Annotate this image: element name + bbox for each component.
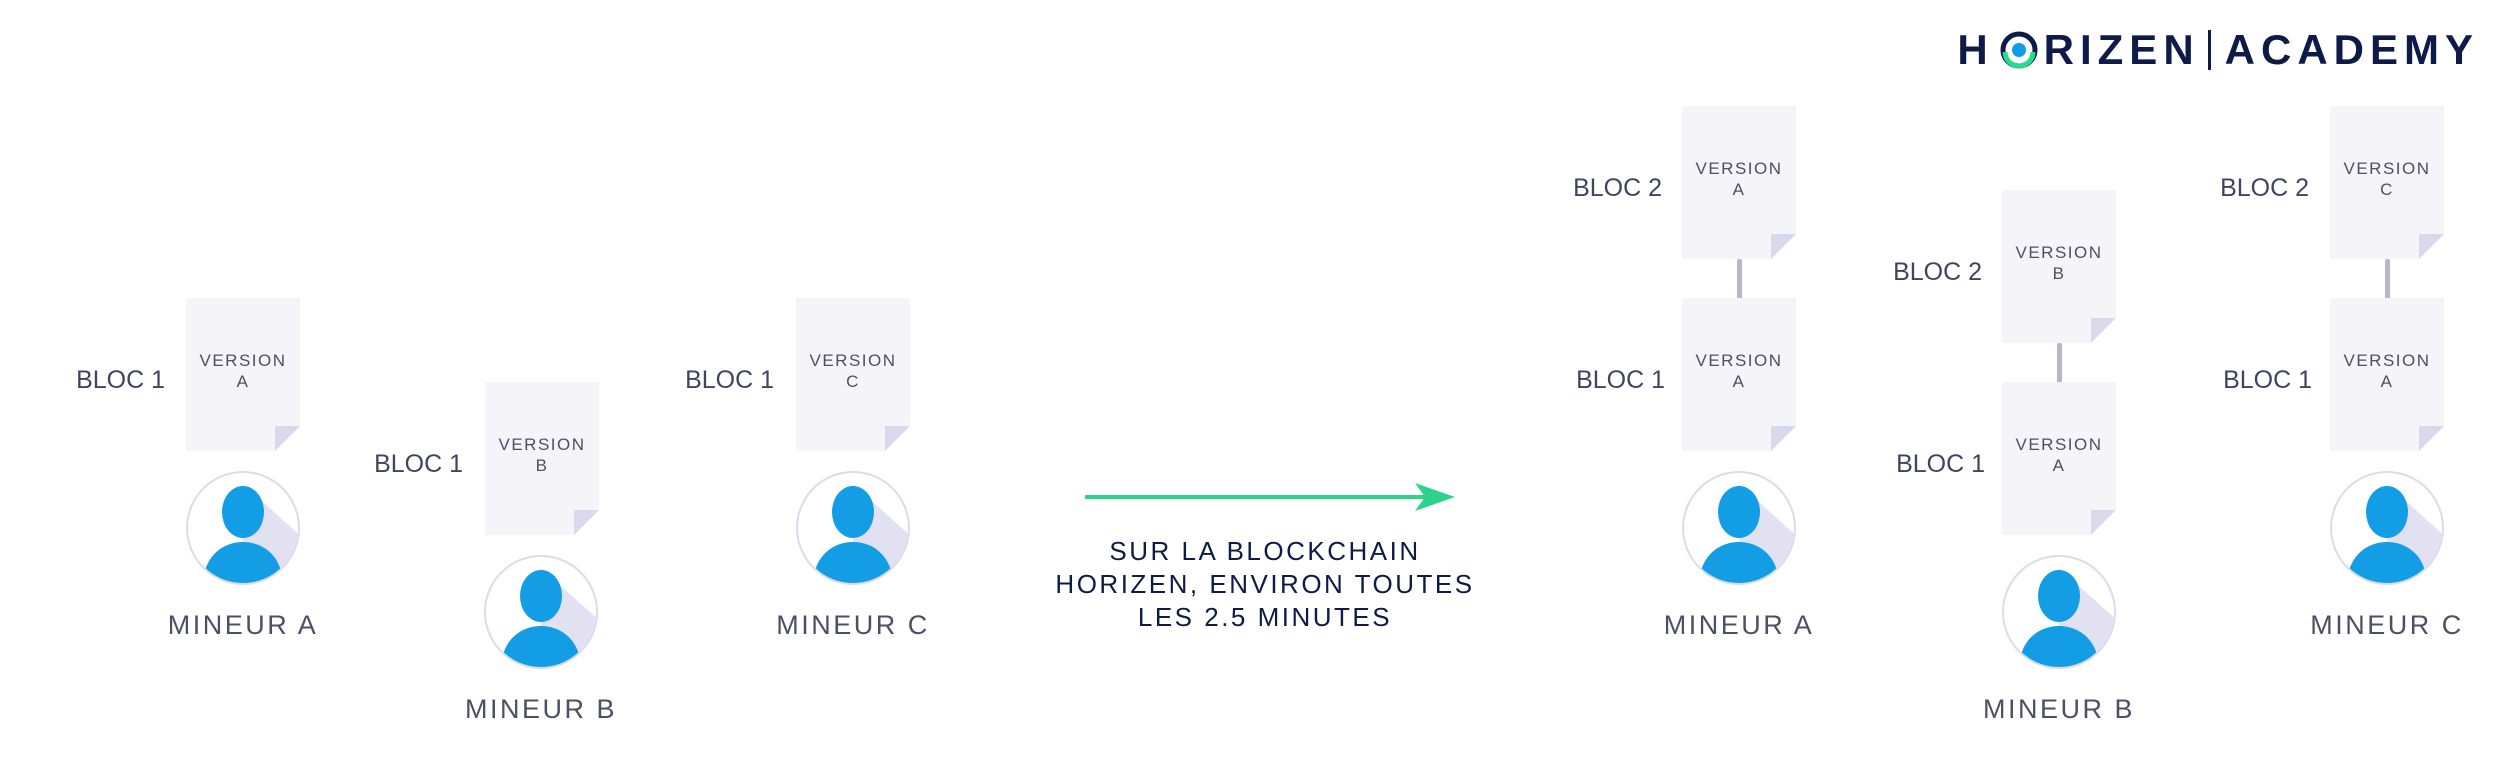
- logo-letter-h: H: [1957, 26, 1994, 73]
- miner-label-right-b: MINEUR B: [1982, 694, 2135, 724]
- miner-label-right-a: MINEUR A: [1663, 610, 1815, 640]
- logo-word-horizen: H RIZEN: [1957, 26, 2199, 74]
- transition-caption: SUR LA BLOCKCHAIN HORIZEN, ENVIRON TOUTE…: [1040, 535, 1490, 634]
- miner-avatar-icon: [2002, 555, 2116, 669]
- bloc-label-right-a-2: BLOC 2: [1573, 174, 1662, 202]
- bloc-label-left-b-1: BLOC 1: [374, 450, 463, 478]
- chain-connector: [1737, 259, 1742, 299]
- bloc-label-right-b-1: BLOC 1: [1896, 450, 1985, 478]
- logo-word-academy: ACADEMY: [2224, 26, 2479, 73]
- right-arrow-icon: [1085, 483, 1455, 511]
- miner-label-left-a: MINEUR A: [167, 610, 319, 640]
- miner-avatar-icon: [796, 471, 910, 585]
- bloc-label-right-b-2: BLOC 2: [1893, 258, 1982, 286]
- miner-label-left-c: MINEUR C: [776, 610, 930, 640]
- miner-avatar-icon: [186, 471, 300, 585]
- caption-line-3: LES 2.5 MINUTES: [1137, 602, 1393, 632]
- logo-divider: [2207, 30, 2211, 70]
- chain-connector: [2385, 259, 2390, 299]
- bloc-label-right-c-2: BLOC 2: [2220, 174, 2309, 202]
- logo-letters-rizen: RIZEN: [2043, 26, 2200, 73]
- caption-line-1: SUR LA BLOCKCHAIN: [1109, 536, 1421, 566]
- horizen-o-icon: [2000, 31, 2038, 69]
- miner-avatar-icon: [484, 555, 598, 669]
- miner-avatar-icon: [2330, 471, 2444, 585]
- miner-label-right-c: MINEUR C: [2310, 610, 2464, 640]
- caption-line-2: HORIZEN, ENVIRON TOUTES: [1055, 569, 1475, 599]
- miner-avatar-icon: [1682, 471, 1796, 585]
- bloc-label-left-a-1: BLOC 1: [76, 366, 165, 394]
- bloc-label-right-c-1: BLOC 1: [2223, 366, 2312, 394]
- chain-connector: [2057, 343, 2062, 383]
- bloc-label-left-c-1: BLOC 1: [685, 366, 774, 394]
- miner-label-left-b: MINEUR B: [464, 694, 617, 724]
- horizen-academy-logo: H RIZEN ACADEMY: [1957, 26, 2479, 74]
- bloc-label-right-a-1: BLOC 1: [1576, 366, 1665, 394]
